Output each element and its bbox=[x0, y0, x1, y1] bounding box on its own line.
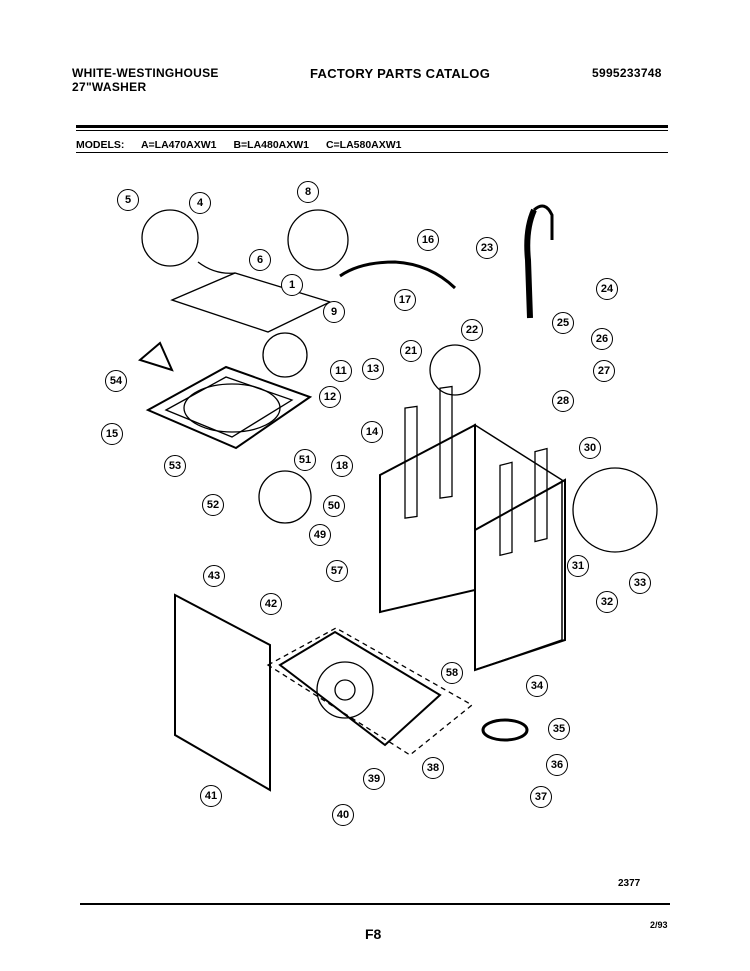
drain-hose-hook bbox=[532, 204, 554, 240]
front-panel bbox=[174, 593, 271, 792]
top-frame-tub-ring bbox=[183, 383, 281, 433]
revision-date: 2/93 bbox=[650, 920, 668, 930]
panel-slot-3 bbox=[499, 461, 513, 557]
detail-circle-switch-bracket bbox=[258, 470, 312, 524]
header-rule-thin bbox=[76, 130, 668, 131]
base-pump-hub bbox=[334, 679, 356, 701]
brand-line-1: WHITE-WESTINGHOUSE bbox=[72, 66, 219, 80]
models-rule bbox=[76, 152, 668, 153]
base-pump-mount bbox=[316, 661, 374, 719]
panel-slot-4 bbox=[534, 447, 548, 543]
detail-circle-top-mid bbox=[287, 209, 349, 271]
lid-leader bbox=[197, 261, 236, 274]
panel-slot-2 bbox=[439, 385, 453, 499]
page-number: F8 bbox=[365, 926, 382, 942]
model-b: B=LA480AXW1 bbox=[233, 139, 310, 151]
lid-panel bbox=[170, 272, 332, 333]
top-frame-opening bbox=[164, 376, 294, 438]
lid-bumper bbox=[137, 341, 174, 372]
base-frame bbox=[278, 630, 442, 747]
fill-hose bbox=[339, 260, 457, 290]
panel-slot-1 bbox=[404, 405, 418, 519]
detail-circle-top-left bbox=[141, 209, 199, 267]
cabinet-back-corner bbox=[474, 423, 563, 672]
cabinet-side-panel-right bbox=[474, 478, 566, 672]
detail-circle-rear bbox=[429, 344, 481, 396]
document-number: 5995233748 bbox=[592, 66, 662, 80]
brand-title: WHITE-WESTINGHOUSE 27"WASHER bbox=[72, 66, 219, 94]
models-line: MODELS: A=LA470AXW1 B=LA480AXW1 C=LA580A… bbox=[76, 139, 416, 151]
drawing-code: 2377 bbox=[618, 878, 641, 889]
catalog-title: FACTORY PARTS CATALOG bbox=[310, 66, 491, 81]
model-a: A=LA470AXW1 bbox=[140, 139, 217, 151]
model-c: C=LA580AXW1 bbox=[325, 139, 402, 151]
detail-circle-lid-switch bbox=[262, 332, 308, 378]
base-outline-dashed bbox=[266, 627, 474, 756]
brand-line-2: 27"WASHER bbox=[72, 80, 147, 94]
detail-circle-timer bbox=[572, 467, 658, 553]
cabinet-side-panel-left bbox=[379, 423, 476, 614]
drain-hose bbox=[524, 208, 537, 319]
models-label: MODELS: bbox=[76, 139, 125, 151]
header-rule-thick bbox=[76, 125, 668, 128]
top-frame bbox=[145, 365, 313, 450]
tub-ring bbox=[481, 718, 529, 742]
footer-rule bbox=[80, 903, 670, 905]
